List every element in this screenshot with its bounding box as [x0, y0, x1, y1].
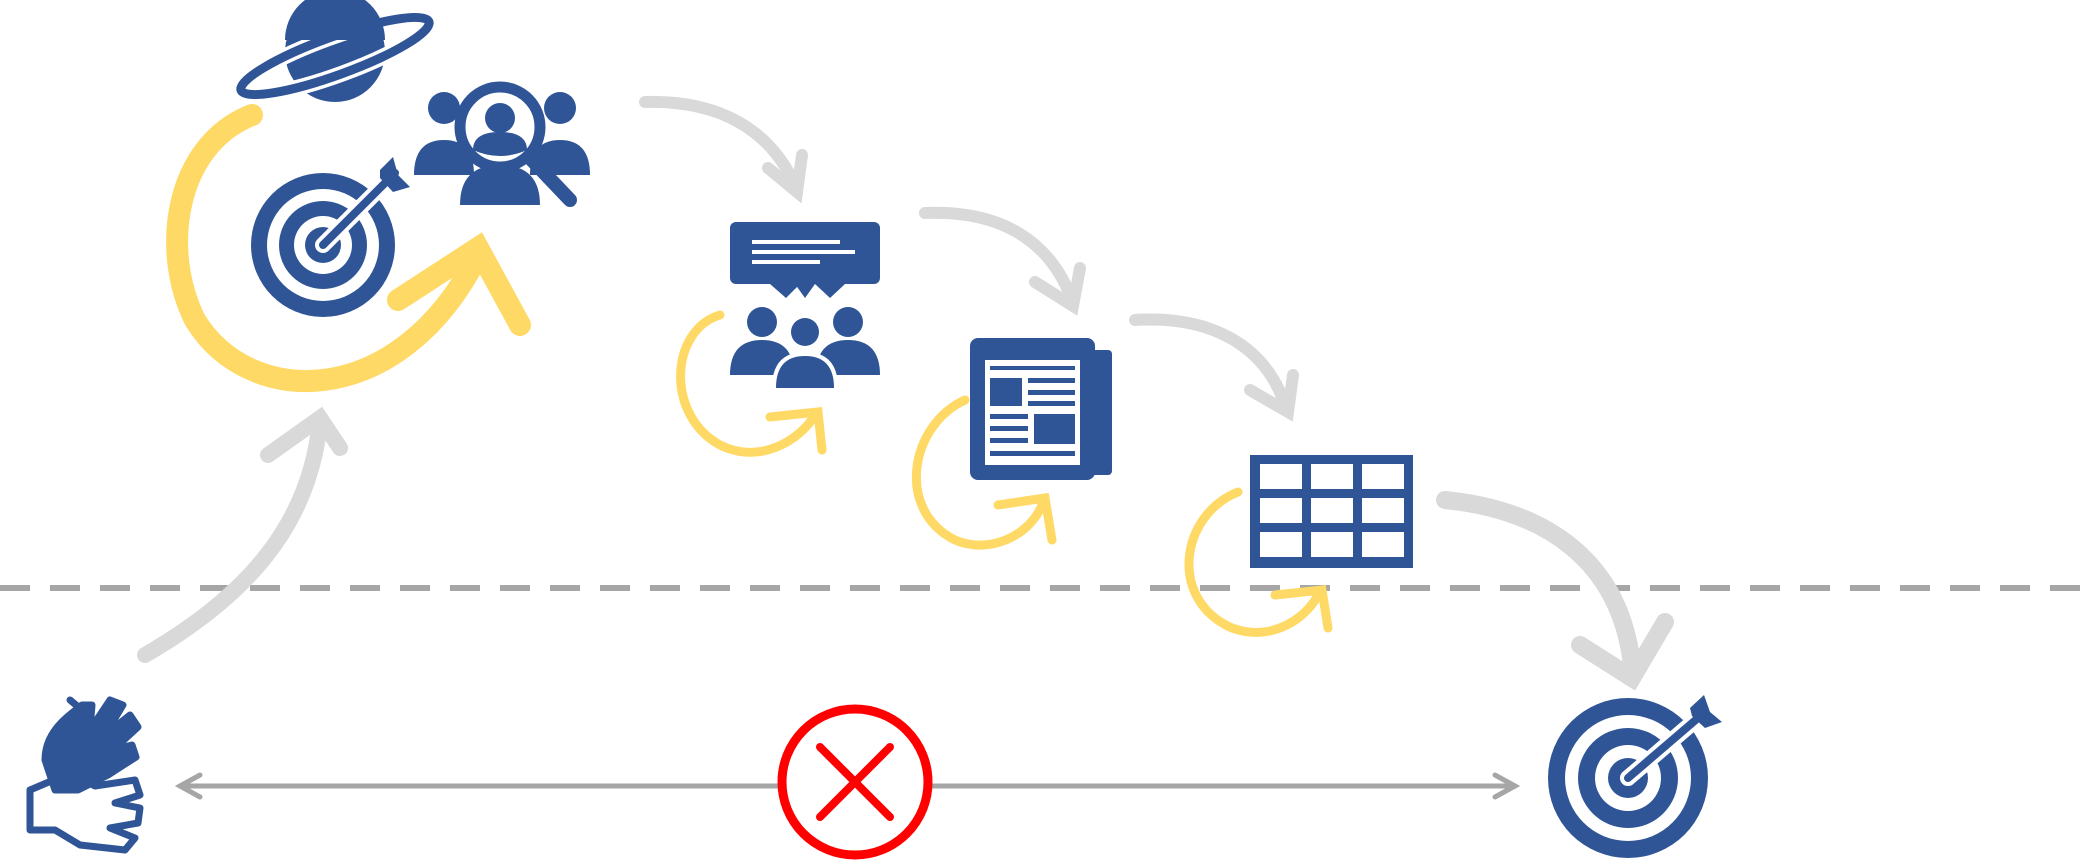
planet-icon [232, 0, 438, 103]
flow-arrow-3 [1129, 313, 1299, 422]
sign-language-icon [26, 696, 144, 854]
target-icon [251, 157, 410, 317]
flow-arrow-1 [639, 95, 808, 204]
flow-arrow-2 [919, 206, 1086, 316]
flow-arrow-4 [1436, 491, 1674, 691]
cycle-arrow-large [166, 104, 531, 392]
cycle-arrows [166, 104, 1333, 637]
no-entry-x-icon [777, 704, 933, 860]
user-search-icon [414, 81, 590, 207]
cycle-arrow-2 [676, 310, 827, 457]
table-grid-icon [1250, 455, 1413, 568]
newspaper-icon [970, 338, 1112, 480]
cycle-arrow-4 [1184, 487, 1333, 637]
group-discussion-icon [730, 222, 880, 388]
flow-arrow-up [137, 406, 348, 663]
flow-arrows [137, 95, 1674, 691]
target-goal-icon [1548, 695, 1722, 858]
cycle-arrow-3 [911, 395, 1057, 550]
